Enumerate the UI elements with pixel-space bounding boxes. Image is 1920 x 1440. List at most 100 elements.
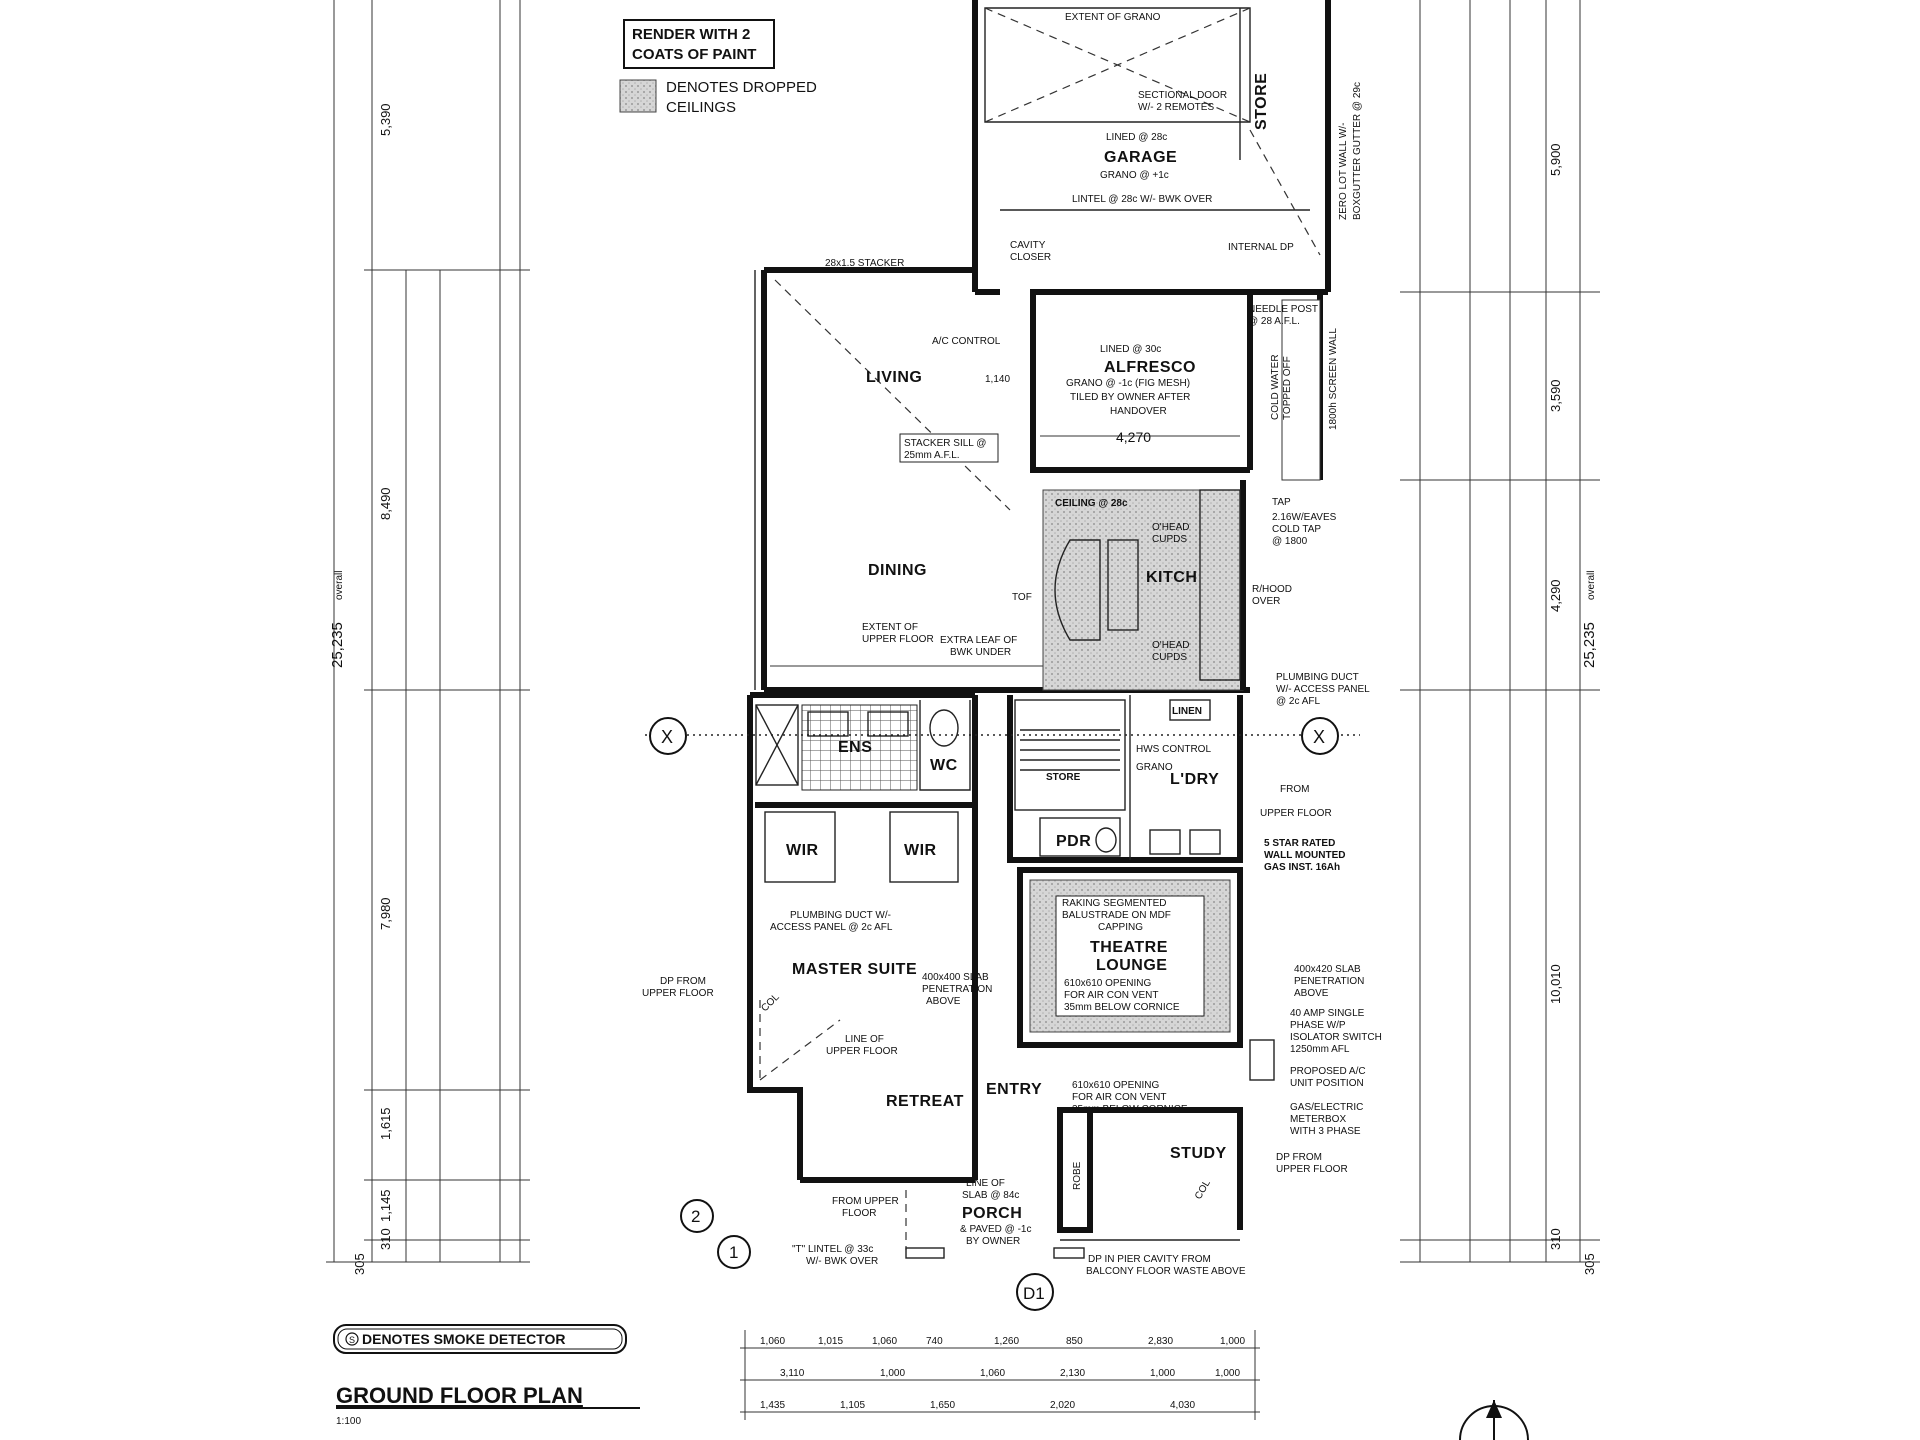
render-note-line2: COATS OF PAINT <box>632 46 756 63</box>
left-dimension-chains: 25,235 overall 5,390 8,490 7,980 1,615 1… <box>326 0 530 1275</box>
bottom-dim-r1-0: 1,060 <box>760 1336 785 1347</box>
note-slab-pen: 400x420 SLAB <box>1294 964 1361 975</box>
plan-title: GROUND FLOOR PLAN 1:100 <box>336 1383 640 1427</box>
note-from-upper: FROM UPPER <box>832 1196 899 1207</box>
note-tap: TAP <box>1272 497 1291 508</box>
dropped-ceiling-line1: DENOTES DROPPED <box>666 79 817 96</box>
left-dim-overall-unit: overall <box>334 571 345 600</box>
note-dim-4270: 4,270 <box>1116 429 1151 445</box>
elevation-marker-1-label: 1 <box>729 1243 738 1262</box>
note-ohead-1b: CUPDS <box>1152 534 1187 545</box>
bottom-dim-r2-1: 1,000 <box>880 1368 905 1379</box>
note-extent-grano: EXTENT OF GRANO <box>1065 12 1161 23</box>
render-note-box <box>623 19 775 69</box>
note-slab-pen-2: PENETRATION <box>1294 976 1364 987</box>
note-hws-control: HWS CONTROL <box>1136 744 1211 755</box>
room-study: STUDY <box>1170 1145 1227 1162</box>
room-retreat: RETREAT <box>886 1093 964 1110</box>
note-gas-ins: 5 STAR RATED <box>1264 838 1335 849</box>
note-ohead-2b: CUPDS <box>1152 652 1187 663</box>
note-needle-post: NEEDLE POST <box>1248 304 1318 315</box>
note-raking-2: BALUSTRADE ON MDF <box>1062 910 1171 921</box>
note-entry-opening: 610x610 OPENING <box>1072 1080 1159 1091</box>
note-ohead-1: O'HEAD <box>1152 522 1189 533</box>
bottom-dim-r1-1: 1,015 <box>818 1336 843 1347</box>
note-meterbox: GAS/ELECTRIC <box>1290 1102 1363 1113</box>
room-alfresco: ALFRESCO <box>1104 359 1196 376</box>
note-plumbing-duct-3: @ 2c AFL <box>1276 696 1320 707</box>
note-lintel-porch: "T" LINTEL @ 33c <box>792 1244 873 1255</box>
note-grano-alf: GRANO @ -1c (FIG MESH) <box>1066 378 1190 389</box>
note-handover: HANDOVER <box>1110 406 1167 417</box>
kitchen-area: CEILING @ 28c O'HEAD CUPDS KITCH O'HEAD … <box>1012 480 1370 707</box>
note-dp-upper-left: DP FROM <box>660 976 706 987</box>
room-theatre-2: LOUNGE <box>1096 957 1167 974</box>
note-meterbox-2: METERBOX <box>1290 1114 1346 1125</box>
bottom-dim-r3-0: 1,435 <box>760 1400 785 1411</box>
note-internal-dp: INTERNAL DP <box>1228 242 1294 253</box>
right-dimension-chains: 25,235 overall 5,900 3,590 4,290 10,010 … <box>1400 0 1600 1275</box>
room-entry: ENTRY <box>986 1081 1042 1098</box>
bottom-dim-r1-7: 1,000 <box>1220 1336 1245 1347</box>
section-markers: X X 2 1 D1 <box>645 717 1360 1311</box>
note-opening-3: 35mm BELOW CORNICE <box>1064 1002 1180 1013</box>
bottom-dim-r1-2: 1,060 <box>872 1336 897 1347</box>
room-dining: DINING <box>868 562 927 579</box>
note-needle-post-2: @ 28 A.F.L. <box>1248 316 1300 327</box>
note-cold-water: COLD WATER <box>1270 354 1281 420</box>
room-living: LIVING <box>866 369 922 386</box>
note-eaves-tap-2: COLD TAP <box>1272 524 1321 535</box>
room-master: MASTER SUITE <box>792 961 917 978</box>
smoke-detector-icon <box>345 1332 359 1346</box>
note-master-slab-2: PENETRATION <box>922 984 992 995</box>
room-wc: WC <box>930 757 958 774</box>
note-upper-floor-dp: FROM <box>1280 784 1309 795</box>
note-ac-unit-2: UNIT POSITION <box>1290 1078 1364 1089</box>
note-gas-ins-2: WALL MOUNTED <box>1264 850 1345 861</box>
note-porch-slab: LINE OF <box>966 1178 1005 1189</box>
note-ac-control: A/C CONTROL <box>932 336 1001 347</box>
note-cavity-closer: CAVITY <box>1010 240 1046 251</box>
room-theatre-1: THEATRE <box>1090 939 1168 956</box>
stacker-sill-box <box>899 433 999 463</box>
note-plumbing-duct: PLUMBING DUCT <box>1276 672 1359 683</box>
note-eaves-tap-3: @ 1800 <box>1272 536 1308 547</box>
note-opening: 610x610 OPENING <box>1064 978 1151 989</box>
plan-title-text: GROUND FLOOR PLAN <box>336 1383 583 1408</box>
note-master-duct: PLUMBING DUCT W/- <box>790 910 891 921</box>
right-dim-6: 310 <box>1548 1228 1563 1250</box>
plan-scale-text: 1:100 <box>336 1416 361 1427</box>
note-ac-unit: PROPOSED A/C <box>1290 1066 1366 1077</box>
note-grano-ldry: GRANO <box>1136 762 1173 773</box>
note-porch-owner: BY OWNER <box>966 1236 1020 1247</box>
note-robe: ROBE <box>1072 1161 1083 1190</box>
right-dim-5: 305 <box>1582 1253 1597 1275</box>
room-store-2: STORE <box>1046 772 1081 783</box>
note-master-slab: 400x400 SLAB <box>922 972 989 983</box>
alfresco-screen <box>1281 299 1321 481</box>
note-meterbox-3: WITH 3 PHASE <box>1290 1126 1361 1137</box>
note-col-study: COL <box>1193 1178 1213 1202</box>
note-from-upper-2: FLOOR <box>842 1208 876 1219</box>
note-extra-leaf: EXTRA LEAF OF <box>940 635 1017 646</box>
note-sectional-door: SECTIONAL DOOR <box>1138 90 1227 101</box>
room-porch: PORCH <box>962 1205 1022 1222</box>
bottom-dim-r1-6: 2,830 <box>1148 1336 1173 1347</box>
bottom-dim-r2-5: 1,000 <box>1215 1368 1240 1379</box>
note-balcony: DP IN PIER CAVITY FROM <box>1088 1254 1211 1265</box>
bottom-dim-r1-4: 1,260 <box>994 1336 1019 1347</box>
elevation-marker-2-label: 2 <box>691 1207 700 1226</box>
note-upper-floor-dp-2: UPPER FLOOR <box>1260 808 1332 819</box>
right-dim-3: 4,290 <box>1548 579 1563 612</box>
note-zero-lot: ZERO LOT WALL W/- <box>1338 123 1349 220</box>
note-rhood: R/HOOD <box>1252 584 1292 595</box>
right-dim-4: 10,010 <box>1548 964 1563 1004</box>
note-dim-1140: 1,140 <box>985 374 1010 385</box>
note-zero-lot-2: BOXGUTTER GUTTER @ 29c <box>1352 82 1363 220</box>
section-x-right-label: X <box>1313 727 1325 747</box>
dropped-ceiling-swatch <box>619 79 657 113</box>
smoke-detector-legend: S DENOTES SMOKE DETECTOR <box>333 1324 627 1354</box>
note-eaves-tap: 2.16W/EAVES <box>1272 512 1337 523</box>
note-cavity-closer-2: CLOSER <box>1010 252 1051 263</box>
